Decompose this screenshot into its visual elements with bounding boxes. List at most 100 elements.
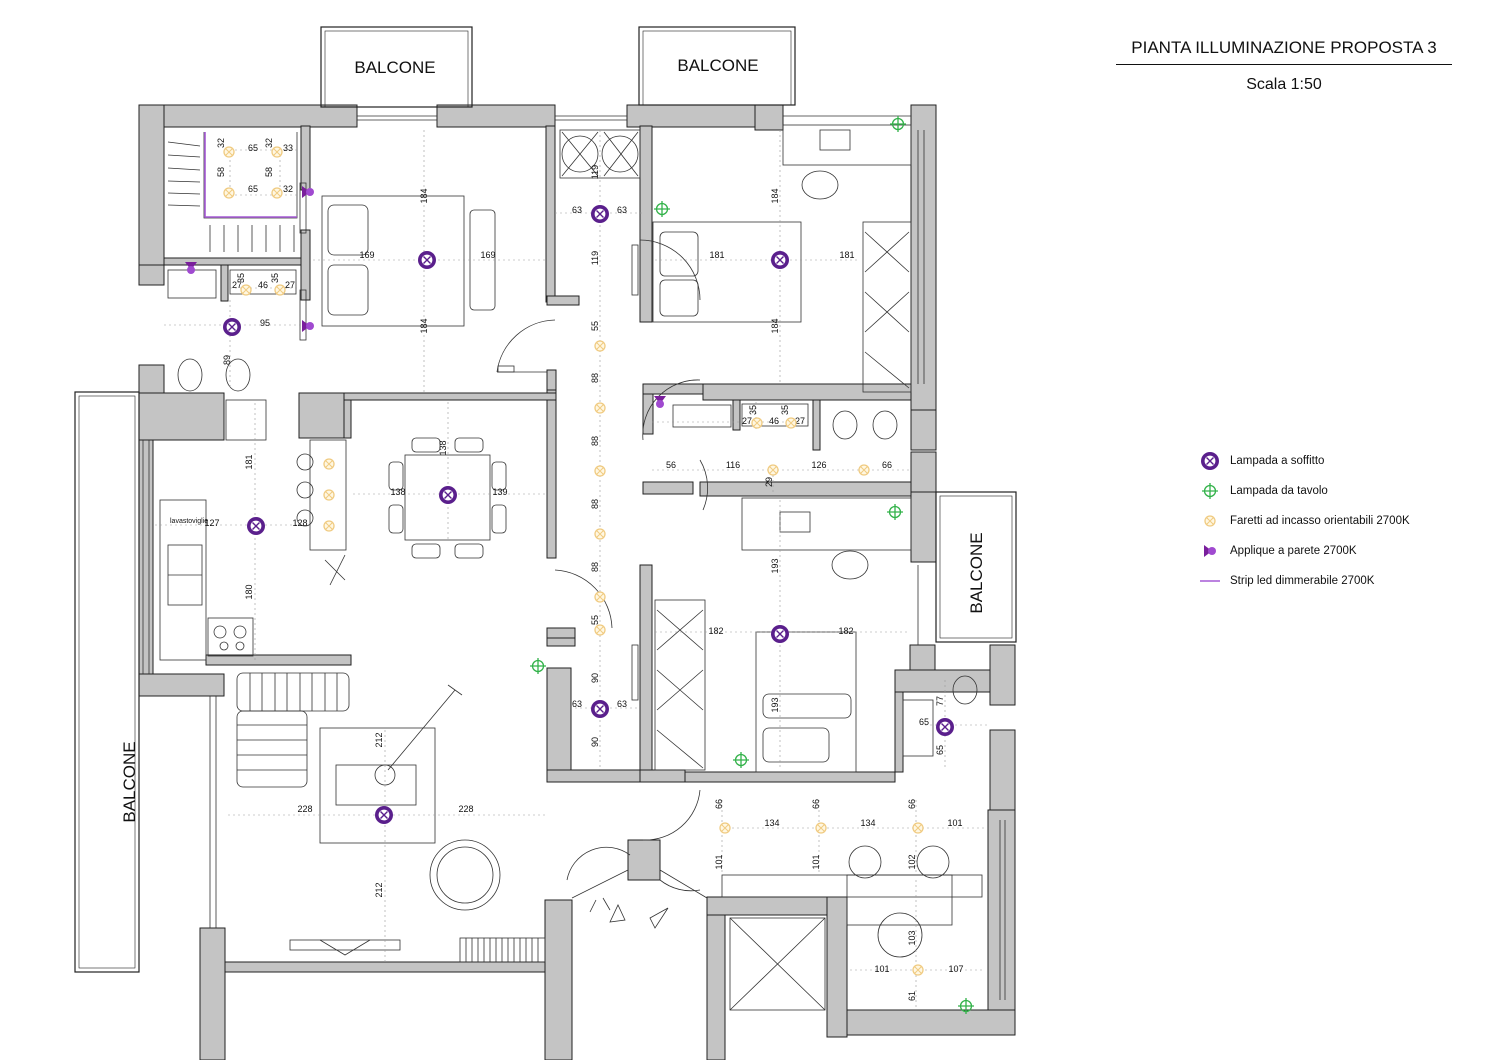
- ceiling-lamp-icon: [770, 250, 790, 270]
- dimension-label: 65: [919, 717, 929, 727]
- dimension-label: 103: [907, 930, 917, 945]
- appliance-label: lavastoviglie: [170, 518, 208, 525]
- dimension-label: 102: [907, 854, 917, 869]
- dimension-label: 101: [947, 818, 962, 828]
- spotlight-icon: [912, 964, 924, 976]
- balcony-label: BALCONE: [967, 532, 986, 613]
- dimension-label: 193: [770, 558, 780, 573]
- wall-sconce-icon: [1204, 545, 1216, 557]
- dimension-label: 35: [236, 273, 246, 283]
- dimension-label: 55: [590, 321, 600, 331]
- dimension-label: 88: [590, 373, 600, 383]
- dimension-label: 66: [907, 799, 917, 809]
- dimension-label: 181: [709, 250, 724, 260]
- dimension-label: 182: [708, 626, 723, 636]
- spotlight-icon: [858, 464, 870, 476]
- ceiling-lamp-icon: [590, 204, 610, 224]
- dimension-label: 119: [590, 165, 600, 179]
- dimension-label: 63: [617, 699, 627, 709]
- spotlight-icon: [751, 417, 763, 429]
- legend-label: Applique a parete 2700K: [1230, 545, 1357, 557]
- legend-item: Applique a parete 2700K: [1198, 536, 1410, 566]
- dimension-label: 169: [480, 250, 495, 260]
- dimension-label: 66: [882, 460, 892, 470]
- dimension-label: 139: [492, 487, 507, 497]
- dimension-label: 182: [838, 626, 853, 636]
- legend-item: Strip led dimmerabile 2700K: [1198, 566, 1410, 596]
- dimension-label: 33: [283, 143, 293, 153]
- dimension-label: 184: [770, 318, 780, 333]
- ceiling-lamp-icon: [246, 516, 266, 536]
- dimension-label: 56: [666, 460, 676, 470]
- ceiling-lamps: [222, 204, 955, 825]
- wall-sconce-icon: [185, 262, 197, 274]
- dimension-label: 126: [811, 460, 826, 470]
- ceiling-lamp-icon: [935, 717, 955, 737]
- dimension-label: 212: [374, 732, 384, 747]
- dimension-label: 65: [248, 184, 258, 194]
- legend-item: Lampada a soffitto: [1198, 446, 1410, 476]
- dimension-label: 127: [204, 518, 219, 528]
- dimension-label: 169: [359, 250, 374, 260]
- ceiling-lamp-icon: [222, 317, 242, 337]
- dimension-label: 61: [907, 991, 917, 1001]
- spotlight-icon: [594, 528, 606, 540]
- ceiling-lamp-icon: [590, 699, 610, 719]
- legend-item: Lampada da tavolo: [1198, 476, 1410, 506]
- spotlight-icon: [594, 402, 606, 414]
- dimension-label: 228: [458, 804, 473, 814]
- dimension-label: 134: [860, 818, 875, 828]
- dimension-label: 184: [419, 318, 429, 333]
- dimension-label: 95: [260, 318, 270, 328]
- dimension-label: 35: [748, 405, 758, 415]
- spotlight-icon: [594, 465, 606, 477]
- scale-label: Scala 1:50: [1246, 76, 1322, 93]
- ceiling-lamp-icon: [1200, 451, 1220, 471]
- dimension-label: 90: [590, 737, 600, 747]
- dimension-label: 58: [264, 167, 274, 177]
- balcony-labels: BALCONE BALCONE BALCONE BALCONE: [120, 56, 986, 823]
- dimension-label: 128: [292, 518, 307, 528]
- led-strip: [204, 132, 297, 218]
- spotlights: [223, 146, 924, 976]
- spotlight-icon: [912, 822, 924, 834]
- dimension-label: 101: [714, 854, 724, 869]
- spotlight-icon: [323, 520, 335, 532]
- dimension-label: 58: [216, 167, 226, 177]
- spotlight-icon: [274, 284, 286, 296]
- spotlight-icon: [594, 340, 606, 352]
- balcony-label: BALCONE: [120, 741, 139, 822]
- dimension-label: 27: [285, 280, 295, 290]
- dimension-label: 89: [222, 355, 232, 365]
- legend-label: Lampada a soffitto: [1230, 455, 1325, 467]
- dimension-label: 27: [795, 416, 805, 426]
- dimension-label: 101: [874, 964, 889, 974]
- dimension-label: 193: [770, 697, 780, 712]
- dimension-label: 35: [780, 405, 790, 415]
- spotlight-icon: [223, 146, 235, 158]
- spotlight-icon: [323, 489, 335, 501]
- balcony-label: BALCONE: [354, 58, 435, 77]
- dimension-label: 66: [714, 799, 724, 809]
- dimension-label: 27: [232, 280, 242, 290]
- table-lamp-icon: [1201, 482, 1219, 500]
- ceiling-lamp-icon: [374, 805, 394, 825]
- legend-label: Faretti ad incasso orientabili 2700K: [1230, 515, 1410, 527]
- legend-label: Strip led dimmerabile 2700K: [1230, 575, 1375, 587]
- legend-label: Lampada da tavolo: [1230, 485, 1328, 497]
- spotlight-icon: [240, 284, 252, 296]
- dimension-label: 63: [572, 205, 582, 215]
- dimension-label: 228: [297, 804, 312, 814]
- dimension-label: 212: [374, 882, 384, 897]
- table-lamp-icon: [653, 200, 671, 218]
- dimension-label: 88: [590, 499, 600, 509]
- dimension-label: 88: [590, 436, 600, 446]
- dimension-label: 138: [438, 440, 448, 455]
- dimension-label: 55: [590, 615, 600, 625]
- spotlight-icon: [719, 822, 731, 834]
- wall-sconce-icon: [654, 396, 666, 408]
- dimension-label: 27: [742, 416, 752, 426]
- dimension-label: 181: [839, 250, 854, 260]
- dimension-label: 32: [283, 184, 293, 194]
